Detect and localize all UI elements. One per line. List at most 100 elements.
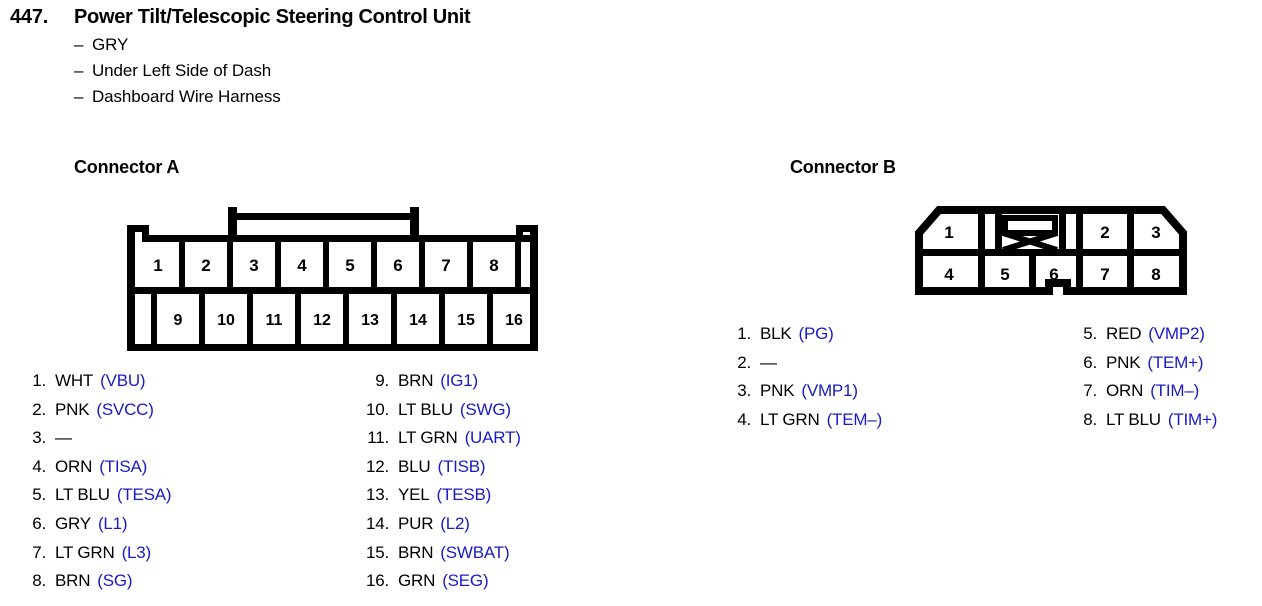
connector-a-pin-index: 1. [32, 371, 46, 390]
connector-a-pin-signal-name: (SWG) [459, 399, 511, 419]
connector-b-pin-wire-color: — [760, 352, 777, 372]
connector-b-cell-7: 7 [1100, 265, 1109, 284]
connector-a-pin-row: 1. WHT (VBU) [20, 367, 171, 396]
connector-a-pin-row: 6. GRY (L1) [20, 510, 171, 539]
connector-a-pin-row: 4.ORN(TISA) [20, 453, 171, 482]
attribute-harness-value: Dashboard Wire Harness [92, 87, 281, 106]
bullet-dash-icon: – [74, 87, 84, 106]
connector-a-pin-signal-name: (L1) [97, 513, 128, 533]
connector-a-pin-index: 5. [32, 485, 46, 505]
connector-b-pin-signal-name: (PG) [798, 324, 834, 343]
connector-a-pin-wire-color: BRN [55, 571, 91, 591]
connector-a-cell-7: 7 [441, 256, 450, 275]
connector-a-pin-wire-color: ORN [55, 456, 93, 476]
connector-b-pin-wire-color: BLK [760, 324, 792, 343]
connector-a-pin-signal-name: (VBU) [100, 371, 146, 390]
connector-a-pin-index: 6. [32, 513, 46, 533]
connector-a-pin-signal-name: (L3) [121, 542, 152, 562]
connector-a-pin-index: 16. [365, 571, 389, 591]
connector-a-pin-wire-color: LT BLU [55, 485, 110, 505]
connector-a-cell-14: 14 [409, 312, 427, 329]
connector-a-cell-1: 1 [153, 256, 162, 275]
connector-b-cell-3: 3 [1151, 223, 1160, 242]
title-row: 447. Power Tilt/Telescopic Steering Cont… [10, 6, 710, 29]
connector-a-cell-11: 11 [266, 312, 283, 329]
connector-b-cell-4: 4 [944, 265, 954, 284]
connector-a-cell-2: 2 [201, 256, 210, 275]
connector-a-pin-index: 7. [32, 542, 46, 562]
connector-a-pin-index: 11. [367, 428, 389, 448]
connector-a-pin-signal-name: (SG) [97, 571, 133, 591]
connector-a-cell-13: 13 [361, 312, 379, 329]
connector-a-pin-signal-name: (UART) [464, 428, 521, 448]
connector-a-pin-index: 12. [365, 456, 389, 476]
connector-a-cell-5: 5 [345, 256, 354, 275]
page-title: Power Tilt/Telescopic Steering Control U… [74, 6, 471, 28]
connector-a-pin-signal-name: (SEG) [442, 571, 489, 591]
connector-b-pin-row: 8. LT BLU (TIM+) [1077, 406, 1217, 435]
connector-b-pin-signal-name: (TEM–) [826, 409, 883, 429]
connector-b-pin-wire-color: RED [1106, 324, 1142, 343]
connector-a-pin-signal-name: (L2) [440, 513, 470, 533]
connector-a-pin-row: 5. LT BLU (TESA) [20, 481, 171, 510]
connector-a-pin-row: 13. YEL (TESB) [355, 481, 521, 510]
connector-b-pin-row: 1.BLK(PG) [731, 320, 882, 349]
connector-a-pin-row: 15.BRN(SWBAT) [355, 539, 521, 568]
connector-a-pin-wire-color: LT BLU [398, 399, 453, 419]
connector-a-body [127, 225, 538, 351]
connector-b-pin-signal-name: (VMP2) [1148, 324, 1205, 343]
connector-a-pin-row: 9.BRN(IG1) [355, 367, 521, 396]
connector-a-pin-wire-color: LT GRN [398, 428, 458, 448]
connector-b-pin-wire-color: ORN [1106, 381, 1144, 401]
connector-a-pin-wire-color: GRY [55, 513, 91, 533]
connector-b-pin-signal-name: (TIM+) [1167, 409, 1218, 429]
connector-b-pin-row: 7. ORN (TIM–) [1077, 377, 1217, 406]
attribute-line-color: –GRY [74, 35, 710, 55]
connector-b-pin-index: 4. [737, 409, 751, 429]
connector-b-pin-signal-name: (TIM–) [1150, 381, 1200, 401]
connector-a-pin-index: 10. [365, 399, 389, 419]
connector-b-pin-index: 2. [737, 352, 751, 372]
connector-b-cell-8: 8 [1151, 265, 1160, 284]
connector-a-pin-signal-name: (SWBAT) [440, 542, 510, 562]
connector-a-pin-index: 9. [375, 371, 389, 390]
connector-a-pin-wire-color: WHT [55, 371, 94, 390]
connector-b-pin-index: 7. [1083, 381, 1097, 401]
connector-b-pin-row: 2. — [731, 349, 882, 378]
connector-b-pin-list-left: 1.BLK(PG)2.—3.PNK(VMP1)4.LT GRN(TEM–) [731, 320, 882, 434]
connector-a-pin-wire-color: BRN [398, 371, 434, 390]
page-header: 447. Power Tilt/Telescopic Steering Cont… [10, 6, 710, 107]
attribute-color-value: GRY [92, 35, 129, 54]
connector-b-cell-1: 1 [944, 223, 953, 242]
connector-b-pin-row: 3.PNK(VMP1) [731, 377, 882, 406]
connector-a-cell-4: 4 [297, 256, 307, 275]
connector-b-pin-index: 5. [1083, 324, 1097, 343]
connector-a-pin-row: 8. BRN (SG) [20, 567, 171, 596]
bullet-dash-icon: – [74, 61, 84, 80]
connector-b-pin-index: 3. [737, 381, 751, 401]
connector-b-pin-signal-name: (VMP1) [801, 381, 858, 401]
connector-b-pin-wire-color: LT BLU [1106, 409, 1161, 429]
connector-a-pin-list-left: 1.WHT(VBU)2.PNK(SVCC)3.—4.ORN(TISA)5.LT … [20, 367, 171, 596]
connector-b-bottom-dividers [978, 252, 1134, 294]
bullet-dash-icon: – [74, 35, 84, 54]
connector-b-pin-index: 8. [1083, 409, 1097, 429]
connector-a-heading: Connector A [74, 157, 180, 177]
connector-a-pin-index: 8. [32, 571, 46, 591]
connector-a-pin-signal-name: (TESA) [116, 485, 172, 505]
connector-a-pin-index: 2. [32, 399, 46, 419]
connector-a-pin-index: 13. [365, 485, 389, 505]
connector-a-pin-signal-name: (TESB) [436, 485, 492, 505]
connector-b-pin-signal-name: (TEM+) [1147, 352, 1204, 372]
connector-b-cell-2: 2 [1100, 223, 1109, 242]
connector-a-cell-12: 12 [313, 312, 331, 329]
connector-b-pin-wire-color: PNK [1106, 352, 1141, 372]
attribute-location-value: Under Left Side of Dash [92, 61, 272, 80]
connector-b-diagram: 1 2 3 4 5 6 7 8 [915, 206, 1187, 295]
connector-a-pin-row: 16.GRN(SEG) [355, 567, 521, 596]
connector-a-pin-wire-color: YEL [398, 485, 430, 505]
connector-a-diagram: 1 2 3 4 5 6 7 8 9 10 11 12 13 14 15 16 [127, 207, 538, 351]
connector-b-pin-row: 5. RED (VMP2) [1077, 320, 1217, 349]
connector-a-top-dividers [179, 238, 521, 290]
connector-a-pin-row: 3.— [20, 424, 171, 453]
